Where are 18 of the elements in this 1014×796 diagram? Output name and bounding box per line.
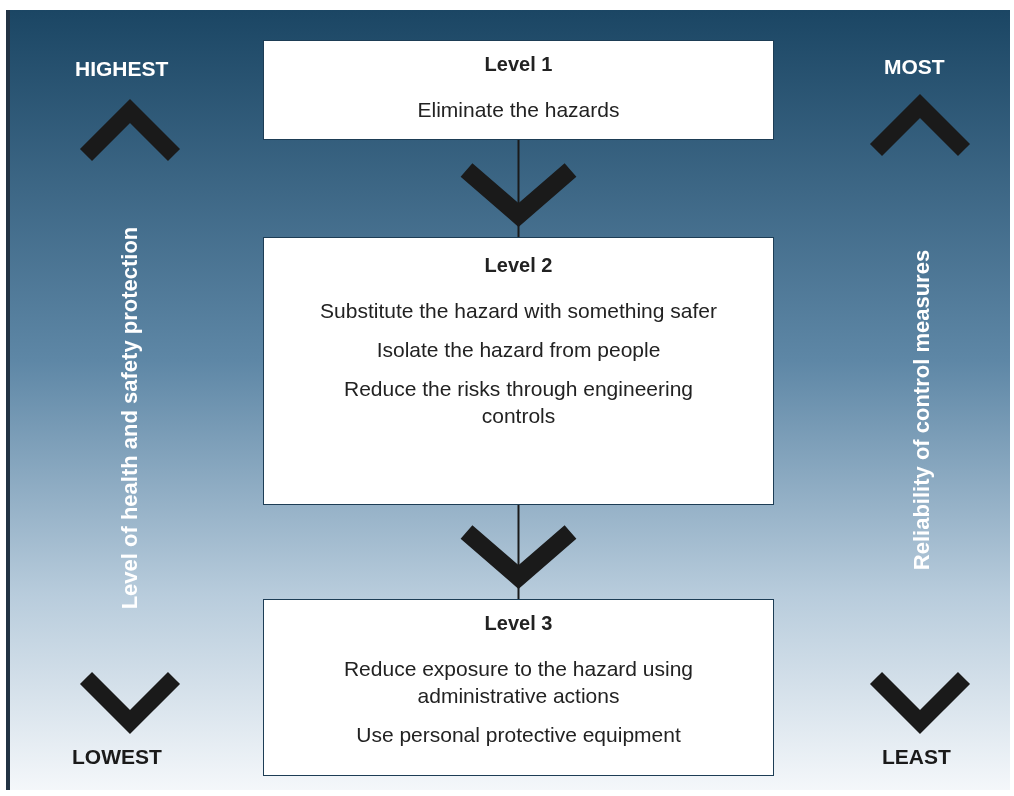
scale-label: MOST <box>884 55 945 79</box>
scale-label: LEAST <box>882 745 951 769</box>
scale-label: HIGHEST <box>75 57 169 81</box>
control-measure-text: Use personal protective equipment <box>355 722 682 748</box>
level-box <box>263 599 774 776</box>
axis-label: Level of health and safety protection <box>117 226 143 610</box>
axis-label: Reliability of control measures <box>909 249 935 571</box>
control-measure-text: Isolate the hazard from people <box>375 337 662 363</box>
control-measure-text: Eliminate the hazards <box>416 97 621 123</box>
control-measure-text: Reduce exposure to the hazard using administrative actions <box>342 656 695 709</box>
scale-label: LOWEST <box>72 745 162 769</box>
level-heading: Level 3 <box>483 611 554 636</box>
level-box <box>263 237 774 505</box>
level-heading: Level 1 <box>483 52 554 77</box>
control-measure-text: Reduce the risks through engineering controls <box>342 376 695 429</box>
level-heading: Level 2 <box>483 253 554 278</box>
level-box <box>263 40 774 140</box>
control-measure-text: Substitute the hazard with something safer <box>319 298 718 324</box>
